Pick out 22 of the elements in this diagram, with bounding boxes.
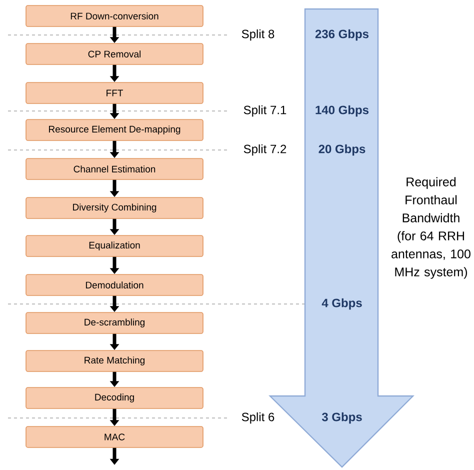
process-box: Demodulation	[26, 274, 204, 296]
split-label: Split 6	[242, 412, 274, 424]
process-box: Rate Matching	[26, 350, 204, 372]
process-box: Decoding	[26, 387, 204, 409]
process-box: Equalization	[26, 235, 204, 257]
split-label: Split 8	[242, 29, 274, 41]
split-label: Split 7.1	[244, 105, 286, 117]
process-box: Diversity Combining	[26, 197, 204, 219]
split-label: Split 7.2	[244, 144, 286, 156]
process-box: CP Removal	[26, 43, 204, 65]
process-box: MAC	[26, 426, 204, 448]
process-box: RF Down-conversion	[26, 5, 204, 27]
bandwidth-value: 140 Gbps	[316, 105, 368, 117]
bandwidth-value: 4 Gbps	[322, 298, 362, 310]
bandwidth-value: 3 Gbps	[322, 412, 362, 424]
bandwidth-value: 236 Gbps	[315, 29, 368, 41]
process-box: De-scrambling	[26, 312, 204, 334]
axis-note: Required Fronthaul Bandwidth (for 64 RRH antennas, 100 MHz system)	[392, 177, 470, 279]
process-box: FFT	[26, 82, 204, 104]
process-box: Resource Element De-mapping	[26, 119, 204, 141]
process-box: Channel Estimation	[26, 158, 204, 180]
bandwidth-value: 20 Gbps	[318, 144, 366, 156]
